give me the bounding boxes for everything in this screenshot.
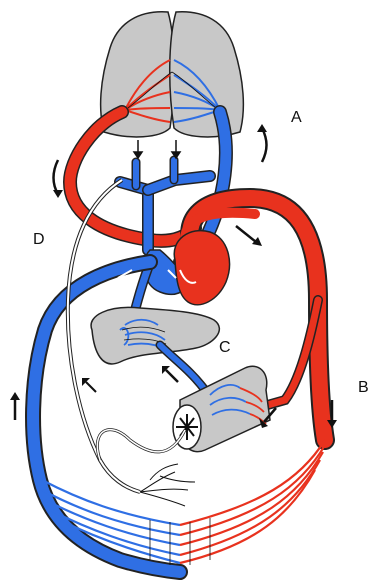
liver [91, 307, 219, 363]
lung-right [170, 12, 244, 137]
arrow-lymph [86, 382, 96, 392]
arrow-portal [166, 370, 178, 382]
heart-left-side [174, 231, 229, 305]
label-c: C [219, 340, 231, 356]
arrow-pulmonary-down [54, 160, 59, 194]
arrow-aorta [236, 226, 256, 242]
label-a: A [291, 110, 302, 126]
label-d: D [33, 232, 45, 248]
label-b: B [358, 380, 369, 396]
arrow-pulmonary-up [262, 128, 267, 162]
thoracic-duct-arrows [134, 140, 180, 158]
intestine [173, 366, 270, 451]
